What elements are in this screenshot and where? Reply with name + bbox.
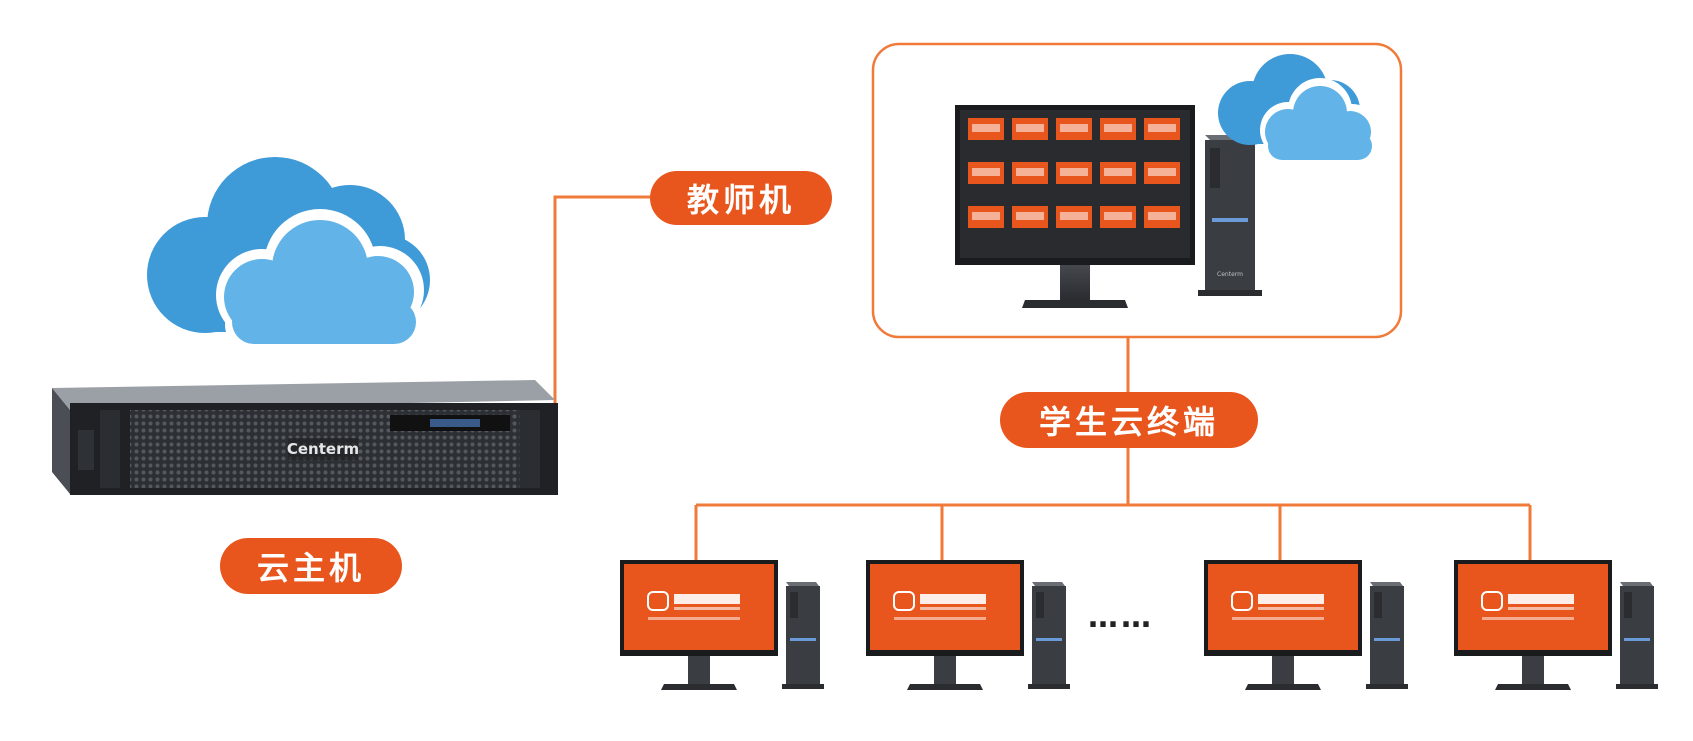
thumbnail-logo [1148, 124, 1176, 132]
tower-top [1032, 582, 1065, 586]
tower-ports [1036, 638, 1062, 641]
logo-slogan [894, 617, 986, 620]
thumbnail-logo [1148, 168, 1176, 176]
tower-foot [1616, 684, 1658, 689]
thumbnail-logo [1016, 212, 1044, 220]
cloud-icon [147, 157, 430, 350]
tower-ports [790, 638, 816, 641]
tower-drive-bay [1624, 592, 1632, 618]
student-terminal-2 [866, 560, 1070, 690]
monitor-stand [688, 656, 710, 684]
logo-slogan [1232, 617, 1324, 620]
logo-mark-icon [647, 591, 669, 611]
logo-subtext [1258, 607, 1324, 610]
thumbnail-logo [1104, 168, 1132, 176]
connector-lines [553, 195, 1532, 560]
thumbnail-logo [1148, 212, 1176, 220]
thumbnail-logo [972, 212, 1000, 220]
logo-wordmark [1258, 594, 1324, 604]
teacher-monitor [955, 105, 1195, 308]
tower-foot [782, 684, 824, 689]
logo-mark-icon [1481, 591, 1503, 611]
tower-ports [1374, 638, 1400, 641]
tower-drive-bay [790, 592, 798, 618]
monitor-base [907, 684, 983, 690]
thumbnail-logo [1060, 168, 1088, 176]
thumbnail-logo [972, 124, 1000, 132]
logo-subtext [1508, 607, 1574, 610]
thumbnail-logo [1016, 168, 1044, 176]
logo-slogan [648, 617, 740, 620]
screen-thumbnails [968, 118, 1180, 228]
monitor-stand [934, 656, 956, 684]
monitor-base [1245, 684, 1321, 690]
logo-wordmark [674, 594, 740, 604]
pc-tower-icon: Centerm [1198, 135, 1262, 296]
thumbnail-logo [1016, 124, 1044, 132]
server-to-teacher-line [553, 195, 650, 405]
server-brand-label: Centerm [287, 440, 359, 458]
student-terminals [620, 560, 1658, 690]
teacher-label: 教师机 [650, 171, 832, 225]
monitor-base [661, 684, 737, 690]
logo-subtext [920, 607, 986, 610]
tower-foot [1366, 684, 1408, 689]
logo-mark-icon [1231, 591, 1253, 611]
logo-wordmark [1508, 594, 1574, 604]
tower-top [786, 582, 819, 586]
tower-ports [1624, 638, 1650, 641]
logo-subtext [674, 607, 740, 610]
thumbnail-logo [1060, 212, 1088, 220]
thumbnail-logo [972, 168, 1000, 176]
student-terminal-3 [1204, 560, 1408, 690]
tower-drive-bay [1036, 592, 1044, 618]
student-terminal-label: 学生云终端 [1000, 392, 1258, 448]
thumbnail-logo [1104, 124, 1132, 132]
monitor-stand [1522, 656, 1544, 684]
teacher-tower-brand: Centerm [1217, 271, 1243, 278]
tower-top [1620, 582, 1653, 586]
server-icon: Centerm [52, 380, 558, 495]
thumbnail-logo [1104, 212, 1132, 220]
ellipsis-label: …… [1088, 600, 1154, 635]
logo-slogan [1482, 617, 1574, 620]
logo-wordmark [920, 594, 986, 604]
logo-mark-icon [893, 591, 915, 611]
thumbnail-logo [1060, 124, 1088, 132]
monitor-base [1495, 684, 1571, 690]
student-terminal-4 [1454, 560, 1658, 690]
cloud-host-label: 云主机 [220, 538, 402, 594]
cloud-icon [1218, 54, 1378, 164]
tower-foot [1028, 684, 1070, 689]
tower-drive-bay [1374, 592, 1382, 618]
monitor-stand [1272, 656, 1294, 684]
student-terminal-1 [620, 560, 824, 690]
tower-top [1370, 582, 1403, 586]
